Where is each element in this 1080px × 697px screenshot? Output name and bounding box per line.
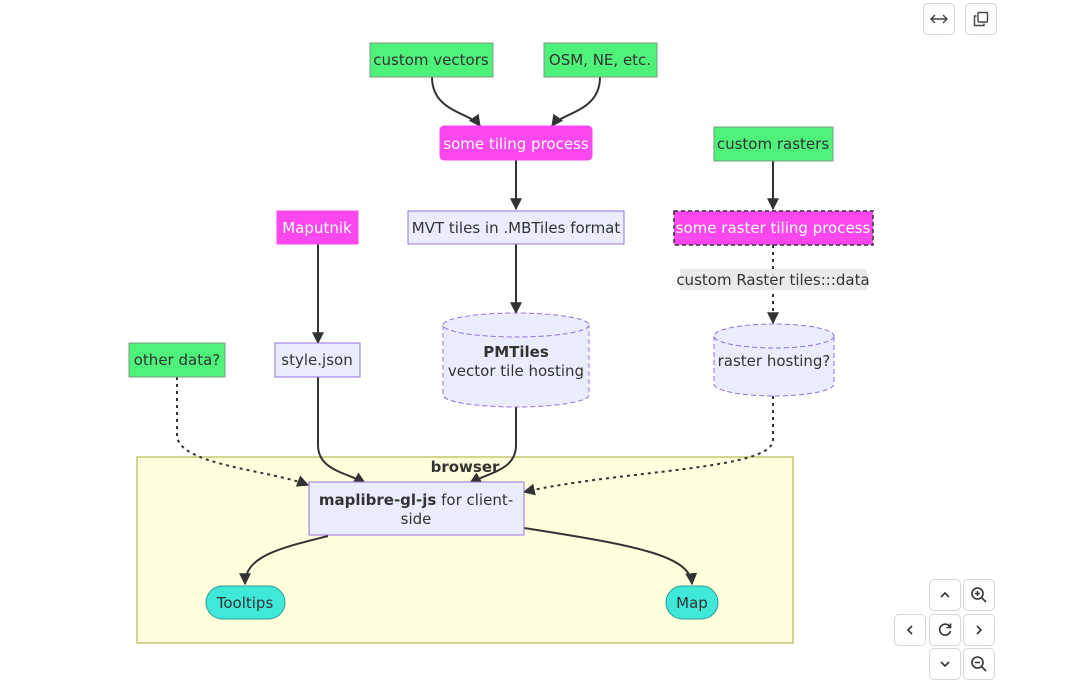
node-maplibre[interactable]: maplibre-gl-js for client- side <box>308 481 525 536</box>
node-maputnik[interactable]: Maputnik <box>276 210 359 245</box>
node-other-data[interactable]: other data? <box>128 342 226 378</box>
pmtiles-title: PMTiles <box>483 343 549 361</box>
svg-text:MVT tiles in .MBTiles format: MVT tiles in .MBTiles format <box>412 219 621 237</box>
edge-other-data-to-maplibre <box>176 377 310 487</box>
copy-button[interactable] <box>965 3 997 35</box>
maplibre-bold: maplibre-gl-js <box>319 491 437 509</box>
svg-text:Maputnik: Maputnik <box>282 219 352 237</box>
pan-right-button[interactable] <box>963 614 995 646</box>
pan-left-icon <box>906 625 913 635</box>
edge-maplibre-to-tooltips <box>239 535 329 586</box>
svg-text:custom vectors: custom vectors <box>373 51 489 69</box>
maplibre-rest: for client- <box>436 491 513 509</box>
svg-text:some tiling process: some tiling process <box>443 135 589 153</box>
node-raster-hosting[interactable]: raster hosting? <box>713 323 835 397</box>
pan-left-button[interactable] <box>894 614 926 646</box>
node-tiling-process[interactable]: some tiling process <box>439 125 593 161</box>
maplibre-line2: side <box>401 510 432 528</box>
svg-text:Map: Map <box>676 594 708 612</box>
zoom-out-icon <box>971 656 987 672</box>
node-tooltips[interactable]: Tooltips <box>205 585 286 620</box>
edge-pmtiles-to-maplibre <box>468 407 517 484</box>
edge-raster-hosting-to-maplibre <box>522 396 774 496</box>
node-custom-vectors[interactable]: custom vectors <box>369 42 494 78</box>
node-raster-tiling-process[interactable]: some raster tiling process <box>673 210 874 246</box>
reset-icon <box>938 623 952 636</box>
pan-up-button[interactable] <box>929 579 961 611</box>
svg-text:custom rasters: custom rasters <box>717 135 829 153</box>
browser-subgraph-label: browser <box>431 458 500 476</box>
node-pmtiles[interactable]: PMTiles vector tile hosting <box>442 312 590 408</box>
svg-text:other data?: other data? <box>134 351 220 369</box>
edge-maplibre-to-map <box>523 527 698 586</box>
edge-style-to-maplibre <box>317 377 367 484</box>
svg-text:OSM, NE, etc.: OSM, NE, etc. <box>549 51 651 69</box>
copy-icon <box>973 11 989 27</box>
node-osm[interactable]: OSM, NE, etc. <box>543 42 658 78</box>
node-map[interactable]: Map <box>665 585 719 620</box>
reset-button[interactable] <box>929 614 961 646</box>
node-mvt-tiles[interactable]: MVT tiles in .MBTiles format <box>407 210 625 245</box>
pan-down-icon <box>940 661 950 668</box>
svg-text:custom Raster tiles:::data: custom Raster tiles:::data <box>676 271 869 289</box>
edge-custom-vectors-to-tiling <box>431 76 481 127</box>
zoom-out-button[interactable] <box>963 648 995 680</box>
svg-text:Tooltips: Tooltips <box>216 594 274 612</box>
node-style-json[interactable]: style.json <box>274 342 361 378</box>
zoom-in-icon <box>971 587 987 603</box>
edge-osm-to-tiling <box>551 76 601 127</box>
node-custom-rasters[interactable]: custom rasters <box>713 126 834 162</box>
svg-text:raster hosting?: raster hosting? <box>718 352 831 370</box>
pmtiles-subtitle: vector tile hosting <box>448 362 584 380</box>
expand-icon <box>930 14 948 24</box>
zoom-in-button[interactable] <box>963 579 995 611</box>
raster-edge-label: custom Raster tiles:::data <box>676 269 870 290</box>
svg-text:maplibre-gl-js for client-: maplibre-gl-js for client- <box>319 491 513 509</box>
svg-text:style.json: style.json <box>281 351 352 369</box>
pan-down-button[interactable] <box>929 648 961 680</box>
edges <box>176 76 779 586</box>
expand-button[interactable] <box>923 3 955 35</box>
pan-right-icon <box>976 625 983 635</box>
pan-up-icon <box>940 591 950 598</box>
svg-text:some raster tiling process: some raster tiling process <box>676 219 871 237</box>
